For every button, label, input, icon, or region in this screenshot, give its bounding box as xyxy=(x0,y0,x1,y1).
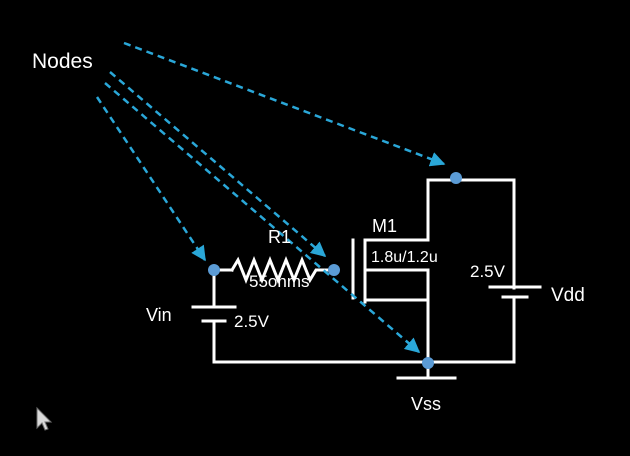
m1-size: 1.8u/1.2u xyxy=(371,249,438,266)
arrow-to-left-node xyxy=(95,96,207,262)
m1-label: M1 xyxy=(372,216,397,236)
node-dot-top xyxy=(450,172,462,184)
vdd-value: 2.5V xyxy=(470,262,506,281)
node-dot-ground xyxy=(422,357,434,369)
vdd-label: Vdd xyxy=(551,285,585,306)
vss-label: Vss xyxy=(411,394,441,414)
arrow-to-gate-node xyxy=(109,71,327,257)
vin-value: 2.5V xyxy=(234,312,270,331)
vin-label: Vin xyxy=(146,305,172,325)
node-arrows xyxy=(95,41,446,353)
node-dots xyxy=(208,172,462,369)
r1-label: R1 xyxy=(268,227,291,247)
r1-value: 55ohms xyxy=(249,272,309,291)
nodes-label: Nodes xyxy=(32,50,93,73)
node-dot-gate xyxy=(328,264,340,276)
mouse-pointer-icon xyxy=(36,406,53,431)
node-dot-left xyxy=(208,264,220,276)
arrow-to-ground-node xyxy=(104,82,421,353)
arrow-to-top-node xyxy=(123,41,446,167)
circuit-wires xyxy=(191,178,542,380)
resistor-r1 xyxy=(229,255,338,285)
